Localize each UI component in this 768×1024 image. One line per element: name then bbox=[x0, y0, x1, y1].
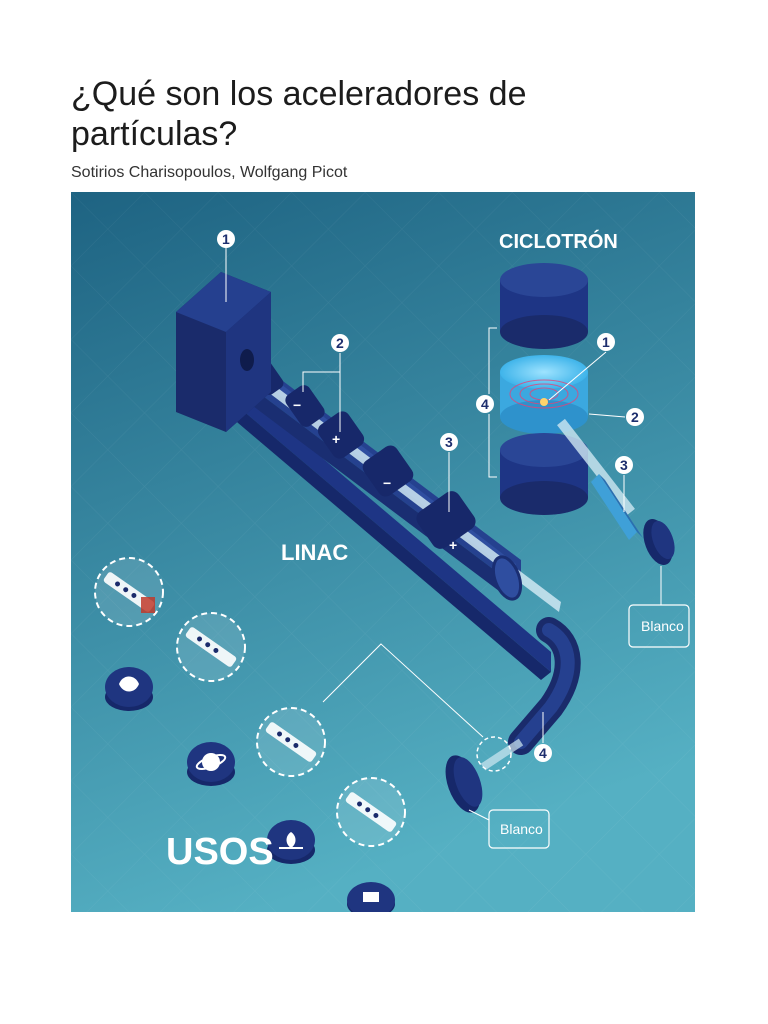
accelerator-infographic: + − + − + 1 2 3 4 bbox=[71, 192, 695, 912]
linac-accelerator: + − + − + bbox=[176, 272, 581, 813]
svg-text:Blanco: Blanco bbox=[641, 618, 684, 634]
electrode-sign: − bbox=[293, 397, 301, 413]
electrode-sign: − bbox=[383, 475, 391, 491]
marker-number: 3 bbox=[445, 434, 453, 450]
cyclotron-markers: 1 2 3 4 bbox=[476, 327, 644, 512]
marker-number: 4 bbox=[539, 745, 547, 761]
planet-icon bbox=[187, 742, 235, 786]
uses-section bbox=[94, 557, 406, 912]
cyclotron-label: CICLOTRÓN bbox=[499, 229, 618, 253]
marker-number: 4 bbox=[481, 396, 489, 412]
svg-text:Blanco: Blanco bbox=[500, 821, 543, 837]
authors: Sotirios Charisopoulos, Wolfgang Picot bbox=[71, 164, 348, 181]
cells-icon bbox=[105, 667, 153, 711]
marker-number: 2 bbox=[631, 409, 639, 425]
marker-number: 3 bbox=[620, 457, 628, 473]
linac-target-label: Blanco bbox=[468, 809, 550, 849]
uses-label: USOS bbox=[166, 831, 274, 873]
artifact-icon bbox=[347, 882, 395, 912]
marker-number: 1 bbox=[602, 334, 610, 350]
linac-label: LINAC bbox=[281, 540, 348, 565]
leaf-hand-icon bbox=[267, 820, 315, 864]
page-title: ¿Qué son los aceleradores de partículas? bbox=[71, 75, 527, 153]
linac-markers: 1 2 3 4 bbox=[217, 230, 552, 762]
electrode-sign: + bbox=[332, 431, 340, 447]
cyclotron-target-label: Blanco bbox=[628, 566, 690, 648]
cyclotron bbox=[500, 263, 675, 565]
marker-number: 1 bbox=[222, 231, 230, 247]
marker-number: 2 bbox=[336, 335, 344, 351]
electrode-sign: + bbox=[449, 537, 457, 553]
